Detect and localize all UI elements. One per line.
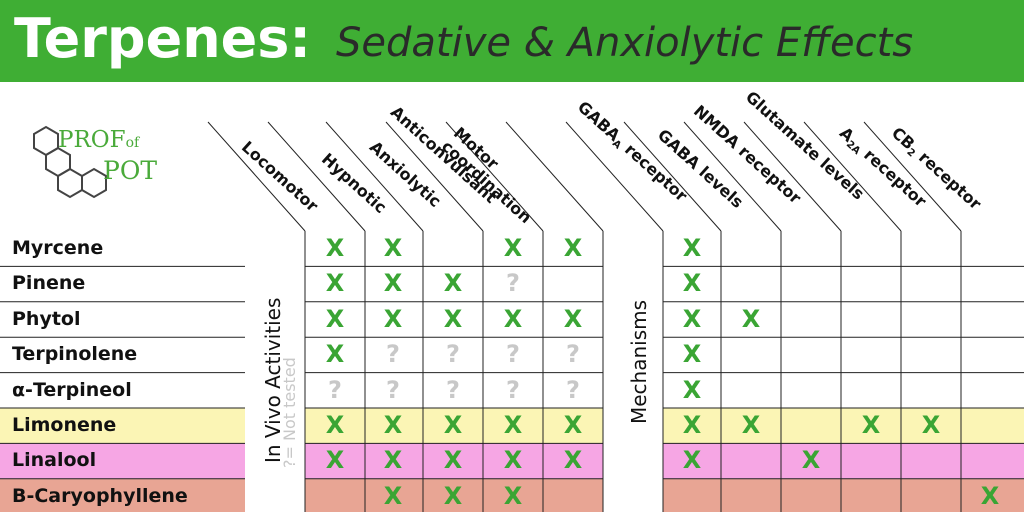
check-mark: X <box>325 269 345 298</box>
check-mark: X <box>741 304 761 333</box>
check-mark: X <box>443 446 463 475</box>
check-mark: X <box>682 234 702 262</box>
check-mark: X <box>682 304 702 333</box>
check-mark: X <box>383 446 403 475</box>
check-mark: X <box>383 481 403 510</box>
not-tested-mark: ? <box>386 340 400 369</box>
column-header-divider <box>743 121 842 232</box>
check-mark: X <box>443 411 463 439</box>
check-mark: X <box>383 411 403 439</box>
check-mark: X <box>503 304 523 333</box>
check-mark: X <box>325 411 345 439</box>
column-header-divider <box>267 121 366 232</box>
not-tested-mark: ? <box>386 375 400 404</box>
column-header-divider <box>445 121 544 232</box>
row-name: Limonene <box>12 414 117 436</box>
row-band-in-vivo <box>305 408 603 444</box>
row-band-label <box>0 408 245 444</box>
row-name: B-Caryophyllene <box>12 484 188 507</box>
check-mark: X <box>383 234 403 262</box>
check-mark: X <box>443 304 463 333</box>
check-mark: X <box>682 340 702 369</box>
check-mark: X <box>682 375 702 404</box>
column-header-divider <box>623 121 722 232</box>
check-mark: X <box>563 446 583 475</box>
column-header-divider <box>207 121 306 232</box>
column-header-divider <box>505 121 604 232</box>
page-title: Terpenes: <box>14 7 311 70</box>
column-header-divider <box>683 121 782 232</box>
title-banner: Terpenes: Sedative & Anxiolytic Effects <box>0 0 1024 82</box>
not-tested-mark: ? <box>566 340 580 369</box>
mechanisms-label: Mechanisms <box>627 299 651 424</box>
not-tested-legend: ?= Not tested <box>280 357 299 468</box>
row-band-label <box>0 478 245 512</box>
check-mark: X <box>325 340 345 369</box>
check-mark: X <box>921 411 941 439</box>
check-mark: X <box>980 481 1000 510</box>
not-tested-mark: ? <box>446 375 460 404</box>
row-band-mechanisms <box>663 443 1024 479</box>
check-mark: X <box>801 446 821 475</box>
check-mark: X <box>503 481 523 510</box>
row-band-in-vivo <box>305 478 603 512</box>
row-name: Pinene <box>12 272 86 295</box>
row-name: Myrcene <box>12 237 104 259</box>
not-tested-mark: ? <box>506 340 520 369</box>
check-mark: X <box>325 446 345 475</box>
row-name: Terpinolene <box>12 343 138 366</box>
check-mark: X <box>325 234 345 262</box>
check-mark: X <box>563 411 583 439</box>
not-tested-mark: ? <box>506 375 520 404</box>
hexagon-logo-icon <box>33 125 107 199</box>
check-mark: X <box>741 411 761 439</box>
check-mark: X <box>563 304 583 333</box>
not-tested-mark: ? <box>566 375 580 404</box>
row-name: Linalool <box>12 449 97 472</box>
check-mark: X <box>503 411 523 439</box>
column-header-divider <box>803 121 902 232</box>
row-name: α-Terpineol <box>12 378 132 401</box>
row-band-label <box>0 443 245 479</box>
check-mark: X <box>325 304 345 333</box>
row-band-mechanisms <box>663 478 1024 512</box>
column-header-divider <box>863 121 962 232</box>
check-mark: X <box>503 446 523 475</box>
not-tested-mark: ? <box>506 269 520 298</box>
column-header-divider <box>325 121 424 232</box>
logo-text-prof: PROFof <box>58 127 140 153</box>
not-tested-mark: ? <box>446 340 460 369</box>
row-band-in-vivo <box>305 443 603 479</box>
row-band-mechanisms <box>663 408 1024 444</box>
row-name: Phytol <box>12 307 81 330</box>
check-mark: X <box>383 269 403 298</box>
check-mark: X <box>503 234 523 262</box>
logo-text-pot: POT <box>103 156 157 185</box>
check-mark: X <box>443 269 463 298</box>
check-mark: X <box>682 446 702 475</box>
not-tested-mark: ? <box>328 375 342 404</box>
column-header-divider <box>565 121 664 232</box>
check-mark: X <box>682 411 702 439</box>
check-mark: X <box>682 269 702 298</box>
check-mark: X <box>563 234 583 262</box>
check-mark: X <box>443 481 463 510</box>
column-header-divider <box>385 121 484 232</box>
page-subtitle: Sedative & Anxiolytic Effects <box>336 20 914 66</box>
check-mark: X <box>383 304 403 333</box>
check-mark: X <box>861 411 881 439</box>
